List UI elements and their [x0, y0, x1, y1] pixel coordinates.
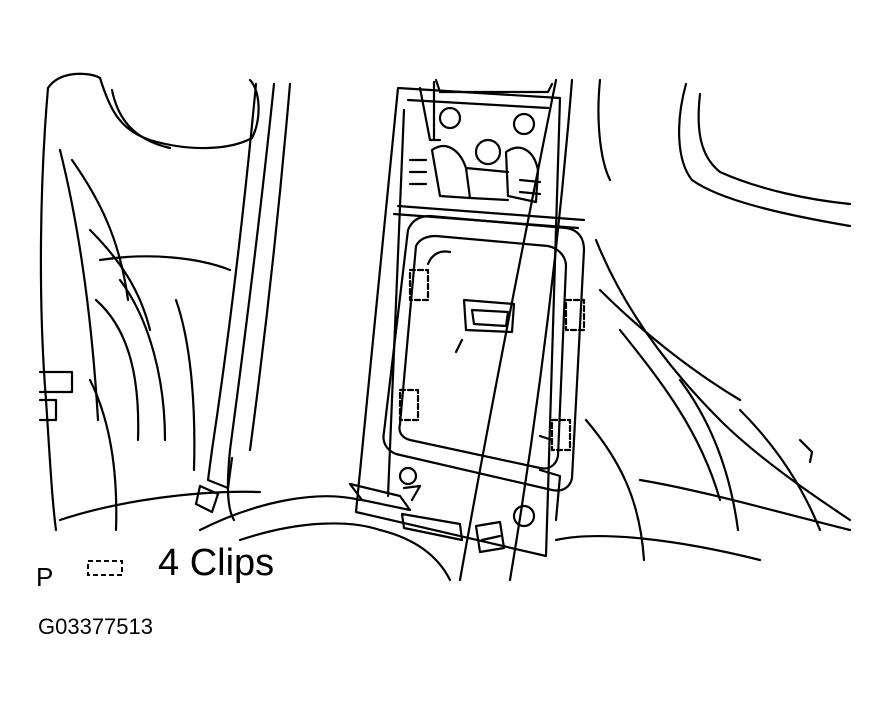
- clip-icon: [87, 560, 123, 576]
- seat-belt-webbing: [458, 78, 574, 582]
- left-seat-outline: [38, 72, 262, 532]
- seat-belt-strip: [194, 82, 292, 522]
- seat-cushion: [198, 495, 452, 582]
- legend-marker-letter: P: [36, 562, 54, 592]
- legend-clip-count: 4 Clips: [158, 542, 275, 584]
- trim-panel: [348, 78, 586, 558]
- figure-id: G03377513: [38, 614, 153, 639]
- right-seat-outline: [554, 78, 852, 562]
